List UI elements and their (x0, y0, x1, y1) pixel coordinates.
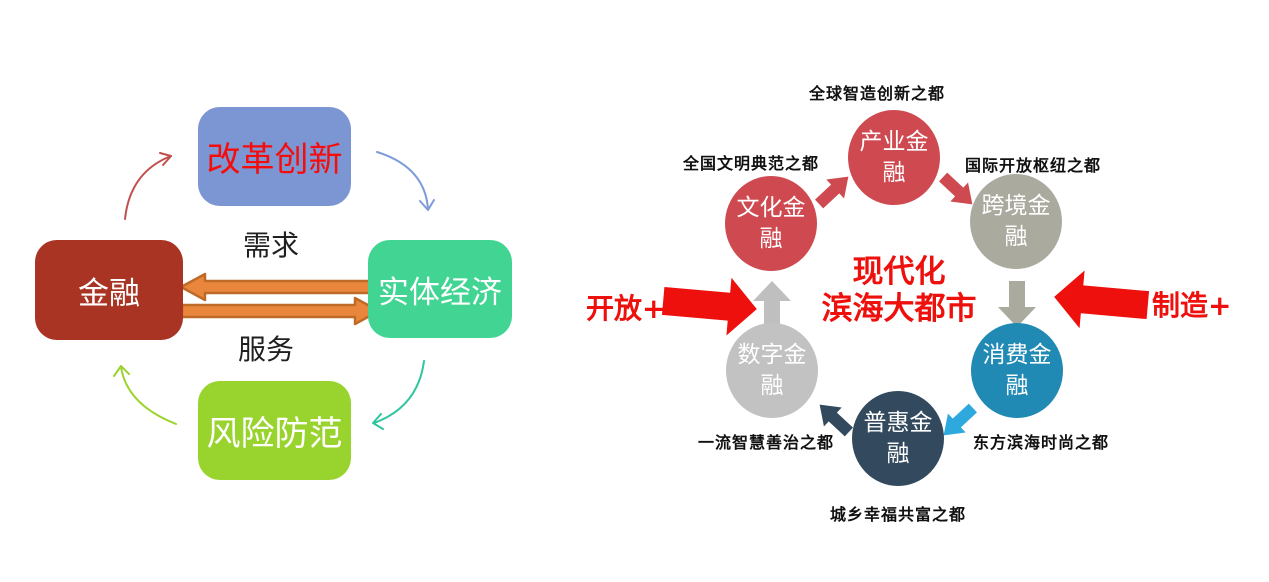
circle-inclusive-finance-label: 普惠金 (863, 409, 933, 436)
circle-industry-finance: 产业金 融 (848, 110, 940, 205)
node-reform-innovation-label: 改革创新 (206, 140, 343, 180)
circle-crossborder-finance-label: 跨境金 (981, 192, 1051, 219)
open-plus-label: 开放+ (586, 292, 666, 325)
manufacture-plus-label: 制造+ (1152, 289, 1232, 322)
circle-digital-finance-label2: 融 (760, 372, 784, 399)
cycle-arrow-risk-to-finance (113, 365, 177, 425)
caption-consumer: 东方滨海时尚之都 (972, 433, 1110, 452)
caption-culture: 全国文明典范之都 (682, 154, 820, 173)
demand-arrow-left-pointing (179, 272, 379, 302)
caption-crossborder: 国际开放枢纽之都 (964, 156, 1102, 175)
node-reform-innovation: 改革创新 (198, 107, 351, 206)
circle-consumer-finance-label: 消费金 (982, 341, 1052, 368)
circle-industry-finance-label2: 融 (882, 159, 906, 186)
circle-consumer-finance-label2: 融 (1005, 372, 1029, 399)
demand-label: 需求 (242, 229, 300, 262)
service-label: 服务 (237, 333, 295, 366)
circle-inclusive-finance: 普惠金 融 (852, 391, 944, 486)
caption-industry: 全球智造创新之都 (808, 84, 946, 103)
circle-crossborder-finance-label2: 融 (1004, 223, 1028, 250)
circle-industry-finance-label: 产业金 (859, 128, 929, 155)
circle-culture-finance: 文化金 融 (725, 176, 817, 271)
circle-consumer-finance: 消费金 融 (971, 323, 1063, 418)
center-title-line2: 滨海大都市 (821, 291, 977, 327)
node-finance: 金融 (35, 240, 183, 340)
flow-arrow-digital-to-culture (753, 281, 791, 327)
caption-digital: 一流智慧善治之都 (697, 433, 835, 452)
circle-culture-finance-label2: 融 (759, 225, 783, 252)
cycle-arrow-reform-to-economy (376, 151, 435, 211)
caption-inclusive: 城乡幸福共富之都 (829, 505, 967, 524)
circle-culture-finance-label: 文化金 (736, 194, 806, 221)
circle-digital-finance-label: 数字金 (737, 341, 807, 368)
node-real-economy-label: 实体经济 (378, 274, 502, 311)
service-arrow-right-pointing (180, 296, 381, 326)
circle-digital-finance: 数字金 融 (726, 323, 818, 418)
center-title-line1: 现代化 (852, 254, 946, 290)
node-finance-label: 金融 (78, 275, 140, 312)
flow-arrow-crossborder-to-consumer (998, 281, 1036, 327)
center-title: 现代化 滨海大都市 (822, 254, 977, 328)
cycle-arrow-economy-to-risk (372, 360, 425, 430)
circle-crossborder-finance: 跨境金 融 (970, 174, 1062, 269)
manufacture-plus-arrow (1054, 270, 1150, 329)
node-risk-prevention: 风险防范 (198, 381, 351, 480)
circle-inclusive-finance-label2: 融 (886, 440, 910, 467)
open-plus-arrow (661, 277, 757, 336)
node-real-economy: 实体经济 (368, 240, 512, 338)
cycle-arrow-finance-to-reform (124, 152, 172, 220)
node-risk-prevention-label: 风险防范 (206, 414, 343, 454)
